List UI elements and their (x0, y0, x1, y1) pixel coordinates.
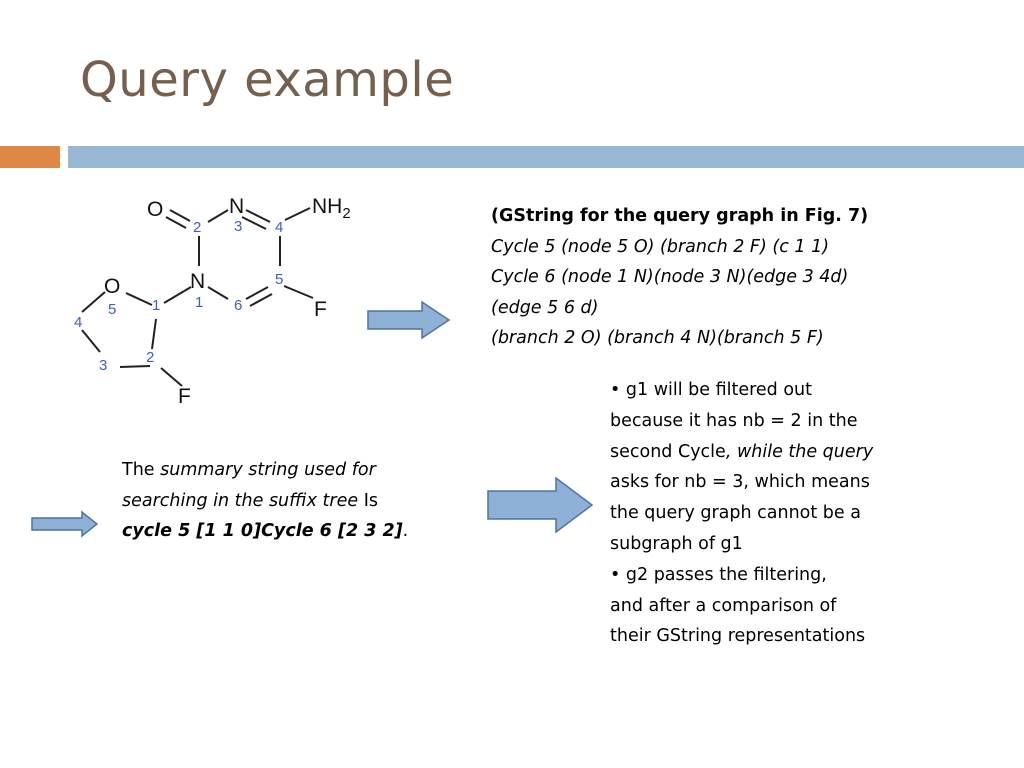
bond-n1-c1p (163, 286, 192, 304)
summary-suffix: Is (358, 490, 378, 511)
bullet-g1-text: second Cycle (610, 441, 726, 462)
molecule-diagram: O N NH2 N F O F 2 3 4 5 6 1 5 1 4 3 2 (74, 195, 351, 408)
right-arrow-icon (31, 510, 99, 538)
atom-amine-label: NH (312, 195, 342, 218)
gstring-line: (edge 5 6 d) (491, 297, 599, 318)
summary-line-1: The summary string used for (122, 455, 452, 486)
bond-o-c1p (125, 292, 153, 306)
atom-oxygen-top: O (147, 198, 163, 221)
gstring-line: Cycle 5 (node 5 O) (branch 2 F) (c 1 1) (491, 236, 830, 257)
bullet-g1-line: second Cycle, while the query (610, 437, 930, 468)
summary-line-2: searching in the suffix tree Is (122, 486, 452, 517)
bullet-g1-line: the query graph cannot be a (610, 503, 861, 524)
atom-amine-subscript: 2 (342, 205, 350, 222)
ring5-number-2: 2 (146, 349, 154, 366)
bond-c6-c5-double (249, 293, 273, 307)
ring6-number-3: 3 (234, 218, 242, 235)
molecule-bonds (81, 207, 314, 387)
filtering-explanation: • g1 will be filtered out because it has… (610, 375, 930, 652)
ring5-number-4: 4 (74, 314, 82, 331)
ring6-number-2: 2 (193, 219, 201, 236)
bullet-g2-line: • g2 passes the filtering, (610, 564, 827, 585)
ring6-number-1: 1 (195, 294, 203, 311)
bond-c4-nh2 (284, 207, 311, 221)
slide-title: Query example (80, 52, 455, 108)
bullet-g2-line: and after a comparison of (610, 595, 837, 616)
gstring-line: Cycle 6 (node 1 N)(node 3 N)(edge 3 4d) (491, 267, 849, 287)
bond-c6-c5 (245, 286, 269, 300)
header-accent-orange (0, 146, 60, 168)
bond-n1-c6 (207, 286, 229, 300)
ring6-number-5: 5 (275, 271, 283, 288)
bond-c4p-o (81, 291, 106, 313)
ring6-number-4: 4 (275, 219, 283, 236)
summary-italic-2: searching in the suffix tree (122, 490, 359, 511)
bond-n3-c4 (245, 209, 271, 223)
bullet-g1-italic: , while the query (725, 441, 874, 462)
bond-c3p-c4p (81, 329, 101, 353)
summary-line-3: cycle 5 [1 1 0]Cycle 6 [2 3 2]. (122, 516, 452, 547)
bullet-g1-line: because it has nb = 2 in the (610, 410, 858, 431)
bond-n3-c4-double (241, 216, 267, 230)
bond-c2-n3 (207, 209, 229, 223)
bond-c2p-c3p (119, 365, 151, 368)
atom-oxygen-cycle: O (104, 275, 120, 298)
summary-string-block: The summary string used for searching in… (122, 455, 452, 547)
ring6-number-6: 6 (234, 297, 242, 314)
right-arrow-icon (487, 476, 594, 534)
atom-nitrogen-top: N (229, 195, 244, 218)
bond-c1p-c2p (151, 318, 157, 350)
summary-bold-string: cycle 5 [1 1 0]Cycle 6 [2 3 2] (122, 521, 403, 541)
right-arrow-icon (367, 300, 451, 340)
bond-c2p-f (160, 367, 183, 387)
ring5-number-1: 1 (152, 297, 160, 314)
atom-nitrogen-ring: N (190, 270, 205, 293)
atom-fluorine-ring: F (314, 298, 327, 321)
bond-o-c2 (169, 209, 191, 222)
bond-o-c2-double (165, 216, 187, 229)
gstring-block: (GString for the query graph in Fig. 7) … (491, 201, 961, 354)
summary-prefix: The (122, 460, 161, 480)
bullet-g1-line: subgraph of g1 (610, 533, 743, 554)
gstring-line: (branch 2 O) (branch 4 N)(branch 5 F) (491, 328, 824, 348)
gstring-heading: (GString for the query graph in Fig. 7) (491, 206, 869, 226)
bond-c5-f (283, 285, 314, 299)
ring5-number-5: 5 (108, 301, 116, 318)
bullet-g1-line: asks for nb = 3, which means (610, 472, 870, 493)
header-accent-blue (68, 146, 1024, 168)
summary-italic-1: summary string used for (160, 460, 376, 480)
bullet-g2-line: their GString representations (610, 626, 866, 647)
summary-end: . (402, 521, 409, 541)
ring5-number-3: 3 (99, 357, 107, 374)
atom-fluorine-cycle: F (178, 385, 191, 408)
bullet-g1-line: • g1 will be filtered out (610, 380, 813, 400)
atom-amine: NH2 (312, 195, 351, 222)
